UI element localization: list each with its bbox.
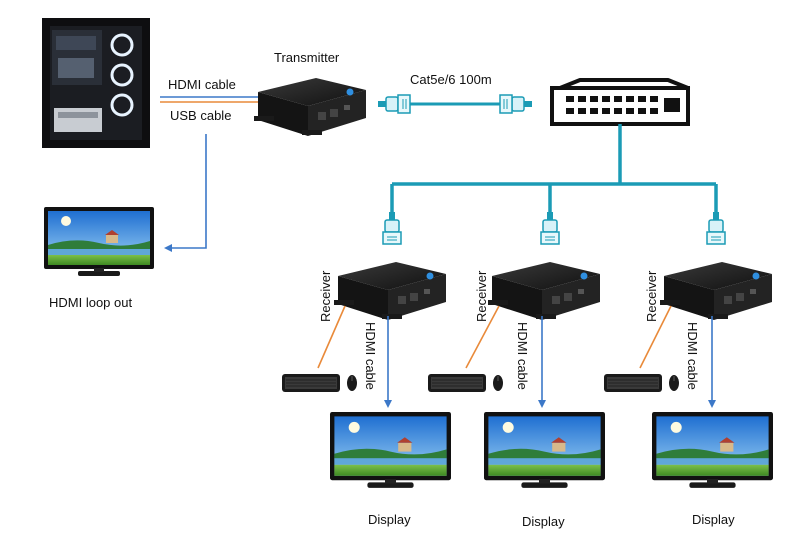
receiver-hdmi-cable-label: HDMI cable xyxy=(685,322,700,390)
hdmi-receiver-arrow xyxy=(384,400,392,408)
display-label: Display xyxy=(368,512,411,527)
receiver-hdmi-cable-label: HDMI cable xyxy=(363,322,378,390)
receiver-hdmi-cable-label: HDMI cable xyxy=(515,322,530,390)
transmitter-device-icon xyxy=(254,78,366,136)
display-label: Display xyxy=(522,514,565,529)
transmitter-label: Transmitter xyxy=(274,50,340,65)
hdmi-loop-out-label: HDMI loop out xyxy=(49,295,132,310)
receiver-label: Receiver xyxy=(474,270,489,322)
rj45-connector-icon xyxy=(706,211,726,245)
cat-cable-icon xyxy=(377,94,533,114)
receiver-device-icon xyxy=(488,262,600,320)
usb-cable-label: USB cable xyxy=(170,108,231,123)
loop-monitor-icon xyxy=(44,207,154,276)
cat-cable-label: Cat5e/6 100m xyxy=(410,72,492,87)
hdmi-loop-line xyxy=(172,134,207,249)
display-monitor-icon xyxy=(484,412,605,488)
rj45-connector-icon xyxy=(382,211,402,245)
keyboard-icon xyxy=(603,373,680,393)
network-switch-icon xyxy=(550,78,690,126)
hdmi-receiver-arrow xyxy=(708,400,716,408)
display-label: Display xyxy=(692,512,735,527)
display-monitor-icon xyxy=(330,412,451,488)
keyboard-icon xyxy=(427,373,504,393)
receiver-device-icon xyxy=(660,262,772,320)
usb-receiver-line xyxy=(317,305,346,369)
usb-receiver-line xyxy=(639,305,672,369)
receiver-device-icon xyxy=(334,262,446,320)
rj45-connector-icon xyxy=(540,211,560,245)
network-distribution-lines xyxy=(390,124,718,212)
hdmi-cable-label: HDMI cable xyxy=(168,77,236,92)
receiver-label: Receiver xyxy=(318,270,333,322)
hdmi-loop-arrow xyxy=(164,244,172,252)
keyboard-icon xyxy=(281,373,358,393)
hdmi-receiver-arrow xyxy=(538,400,546,408)
usb-receiver-line xyxy=(465,305,500,369)
display-monitor-icon xyxy=(652,412,773,488)
receiver-label: Receiver xyxy=(644,270,659,322)
pc-tower-icon xyxy=(42,18,150,148)
